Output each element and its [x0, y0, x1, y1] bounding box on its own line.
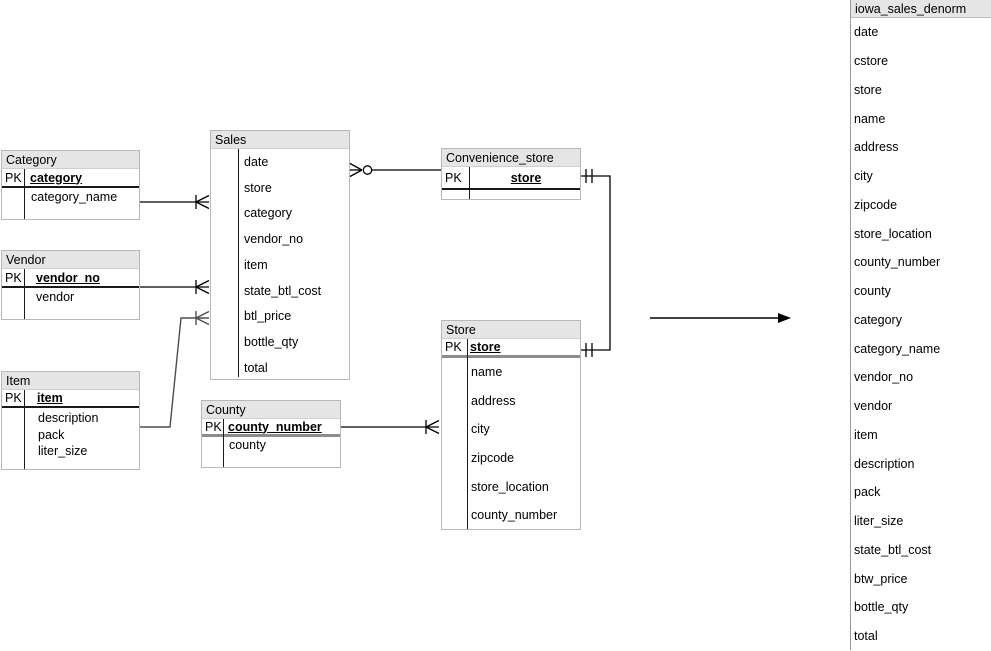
- pk-field-county-number: county_number: [228, 419, 322, 434]
- field-row: date: [244, 154, 269, 169]
- connector-category-sales: [140, 194, 210, 210]
- field-row: date: [854, 25, 879, 40]
- table-category[interactable]: Category PK category category_name: [1, 150, 140, 220]
- field-row: liter_size: [38, 444, 88, 459]
- table-category-pk-row: PK category: [2, 169, 139, 188]
- field-row: description: [38, 411, 99, 426]
- field-row: zipcode: [471, 451, 515, 466]
- table-vendor-pk-row: PK vendor_no: [2, 269, 139, 288]
- field-row: total: [244, 360, 268, 375]
- pk-badge: PK: [5, 270, 22, 285]
- connector-convenience-store-store: [581, 169, 611, 357]
- field-row: description: [854, 456, 915, 471]
- field-row: bottle_qty: [854, 600, 909, 615]
- field-row: category_name: [854, 341, 941, 356]
- table-store-pk-row: PK store: [442, 339, 580, 358]
- pk-field-store: store: [470, 340, 501, 354]
- field-row: store: [244, 180, 272, 195]
- field-row: county: [229, 438, 266, 452]
- table-county[interactable]: County PK county_number county: [201, 400, 341, 468]
- field-row: state_btl_cost: [854, 542, 932, 557]
- table-category-title: Category: [2, 151, 139, 169]
- field-row: address: [854, 140, 899, 155]
- pk-column-divider: [469, 167, 470, 199]
- field-row: pack: [854, 485, 881, 500]
- pk-column-divider: [223, 419, 224, 467]
- pk-field-item: item: [37, 391, 63, 405]
- field-row: county_number: [471, 508, 558, 523]
- field-row: category: [854, 312, 902, 327]
- field-row: store: [854, 82, 882, 97]
- field-row: address: [471, 393, 516, 408]
- table-store-title: Store: [442, 321, 580, 339]
- field-row: total: [854, 629, 878, 644]
- table-iowa-sales-denorm-title: iowa_sales_denorm: [851, 0, 991, 18]
- pk-column-divider: [24, 269, 25, 319]
- field-row: zipcode: [854, 197, 898, 212]
- field-row: vendor_no: [854, 370, 914, 385]
- field-row: liter_size: [854, 514, 904, 529]
- pk-column-divider: [24, 169, 25, 219]
- table-vendor[interactable]: Vendor PK vendor_no vendor: [1, 250, 140, 320]
- pk-badge: PK: [445, 340, 462, 354]
- field-row: vendor: [854, 399, 893, 414]
- table-item-title: Item: [2, 372, 139, 390]
- table-vendor-fields: vendor: [2, 288, 139, 305]
- table-county-pk-row: PK county_number: [202, 419, 340, 437]
- pk-field-category: category: [30, 170, 83, 185]
- field-row: btl_price: [244, 309, 292, 324]
- field-row: item: [854, 427, 878, 442]
- field-row: bottle_qty: [244, 335, 299, 350]
- table-convenience-store-pk-row: PK store: [442, 167, 580, 190]
- field-row: store_location: [471, 479, 549, 494]
- pk-badge: PK: [5, 170, 22, 185]
- table-county-title: County: [202, 401, 340, 419]
- field-row: item: [244, 257, 268, 272]
- table-iowa-sales-denorm-fields: date cstore store name address city zipcode sto…: [851, 18, 991, 651]
- field-row: state_btl_cost: [244, 283, 322, 298]
- field-row: store_location: [854, 226, 932, 241]
- table-store[interactable]: Store PK store name address city zipcode sto…: [441, 320, 581, 530]
- pk-field-store: store: [510, 170, 542, 185]
- field-row: vendor_no: [244, 232, 304, 247]
- table-sales-title: Sales: [211, 131, 349, 149]
- field-row: county: [854, 284, 891, 299]
- connector-county-store: [341, 419, 440, 435]
- table-county-fields: county: [202, 437, 340, 453]
- pk-badge: PK: [445, 170, 462, 185]
- field-row: city: [471, 422, 490, 437]
- table-convenience-store[interactable]: Convenience_store PK store: [441, 148, 581, 200]
- field-row: btw_price: [854, 571, 908, 586]
- table-item-pk-row: PK item: [2, 390, 139, 408]
- pk-field-vendor-no: vendor_no: [36, 270, 100, 285]
- field-row: pack: [38, 427, 65, 442]
- field-row: category_name: [31, 190, 118, 204]
- field-row: county_number: [854, 255, 941, 270]
- pk-badge: PK: [205, 419, 222, 434]
- field-row: cstore: [854, 54, 889, 69]
- table-vendor-title: Vendor: [2, 251, 139, 269]
- denorm-arrow: [650, 313, 791, 323]
- connector-item-sales: [140, 310, 210, 428]
- pk-badge: PK: [5, 391, 22, 405]
- field-row: city: [854, 169, 873, 184]
- field-row: name: [854, 111, 886, 126]
- pk-column-divider: [238, 149, 239, 377]
- field-row: name: [471, 365, 503, 380]
- arrowhead-icon: [778, 313, 791, 323]
- table-category-fields: category_name: [2, 188, 139, 206]
- field-row: vendor: [36, 289, 75, 304]
- table-iowa-sales-denorm[interactable]: iowa_sales_denorm date cstore store name add…: [850, 0, 991, 650]
- connector-vendor-sales: [140, 279, 210, 295]
- connector-sales-convenience-store: [349, 162, 441, 178]
- pk-column-divider: [467, 339, 468, 529]
- field-row: category: [244, 206, 292, 221]
- table-convenience-store-title: Convenience_store: [442, 149, 580, 167]
- pk-column-divider: [24, 390, 25, 469]
